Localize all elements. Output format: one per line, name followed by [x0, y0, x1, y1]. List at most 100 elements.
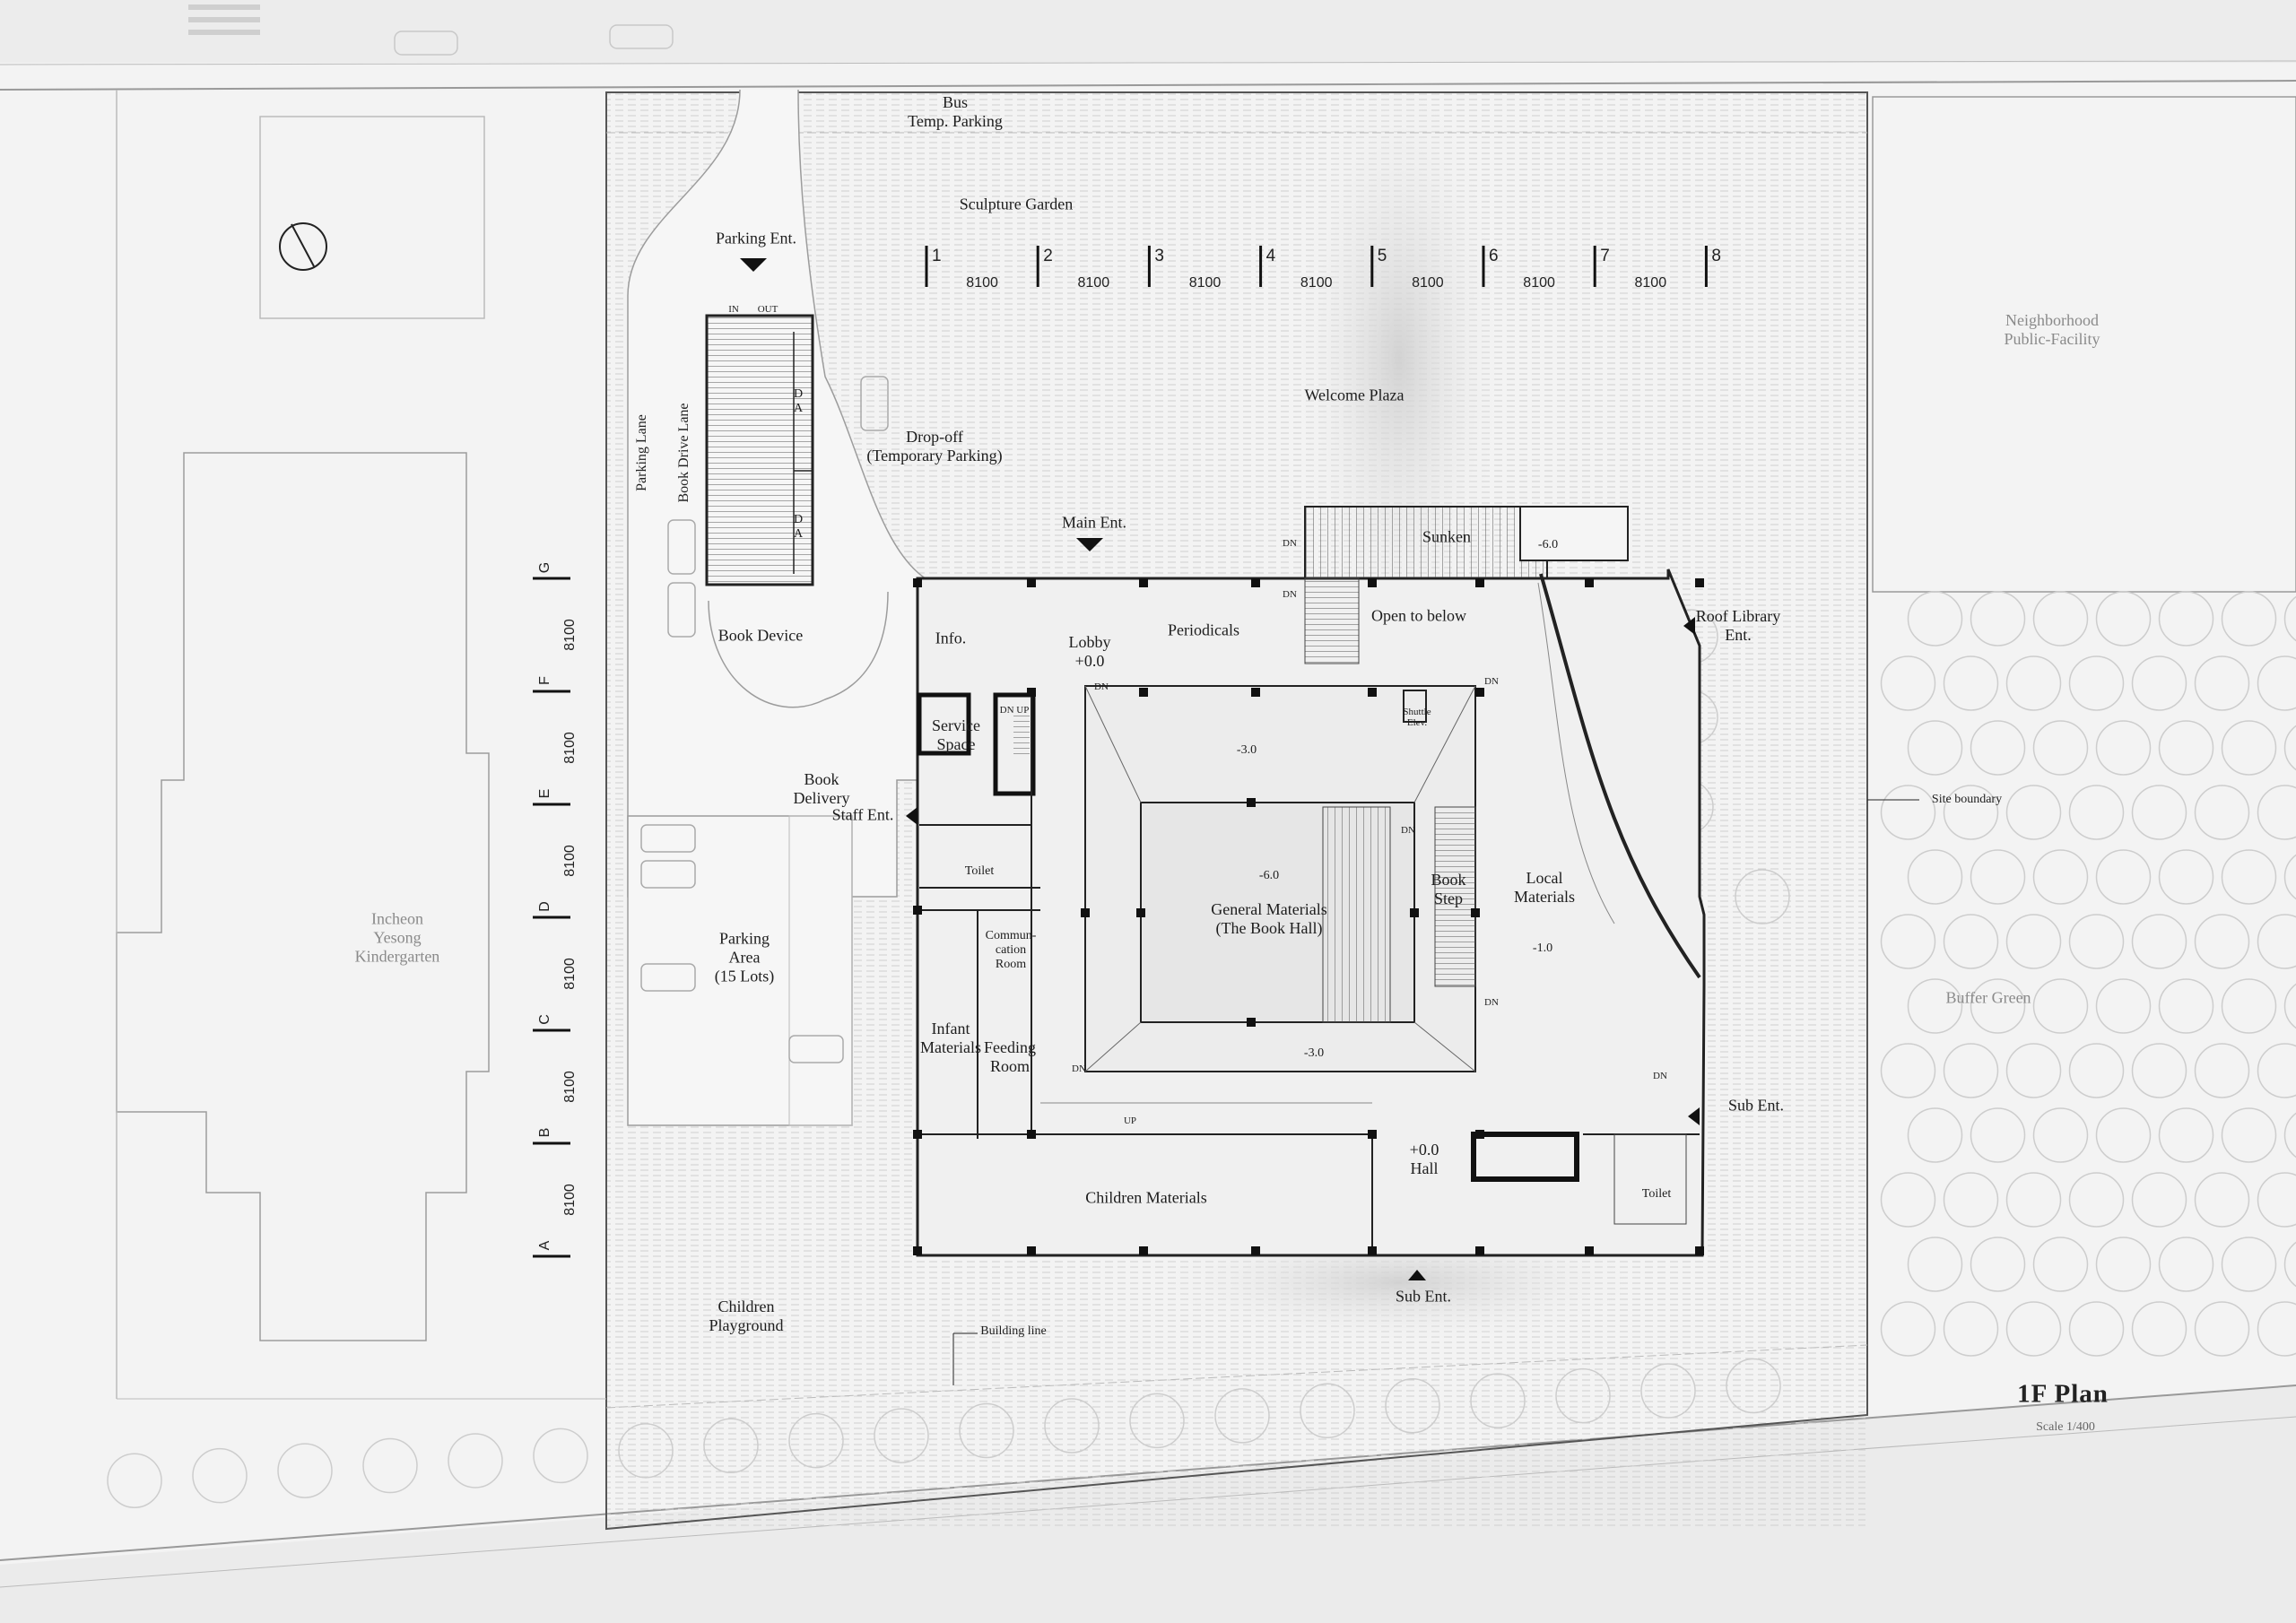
level-minus-3b-label: -3.0 — [1303, 1046, 1325, 1060]
stair-dn-label-4: DN — [1484, 676, 1499, 687]
structural-column — [1081, 908, 1090, 917]
structural-column — [1027, 578, 1036, 587]
tree-icon — [2005, 785, 2062, 840]
tree-icon — [2283, 1241, 2296, 1288]
structural-column — [1251, 1246, 1260, 1255]
tree-icon — [1907, 849, 1963, 905]
structural-column — [1247, 1018, 1256, 1027]
structural-column — [1247, 798, 1256, 807]
grid-row-label: A — [537, 1240, 552, 1251]
tree-icon — [1880, 785, 1936, 840]
book-drive-lane-label: Book Drive Lane — [676, 403, 691, 503]
structural-column — [1368, 578, 1377, 587]
tree-icon — [2194, 655, 2250, 711]
tree-icon — [2257, 785, 2296, 840]
structural-column — [1368, 1130, 1377, 1139]
tree-icon — [2283, 854, 2296, 900]
tree-icon — [2068, 1172, 2125, 1228]
tree-icon — [2257, 1172, 2296, 1228]
tree-icon — [2194, 1172, 2250, 1228]
tree-icon — [874, 1408, 929, 1463]
grid-row-label: E — [537, 788, 552, 799]
structural-column — [1251, 578, 1260, 587]
tree-icon — [2131, 1301, 2187, 1357]
structural-column — [1251, 688, 1260, 697]
drop-off-label: Drop-off (Temporary Parking) — [866, 428, 1003, 464]
hall-label: +0.0 Hall — [1409, 1141, 1439, 1177]
tree-icon — [1880, 914, 1936, 969]
tree-icon — [2131, 1172, 2187, 1228]
stair-dn-label-5: DN — [1401, 825, 1415, 836]
tree-icon — [1970, 1237, 2026, 1292]
grid-column-label: 3 — [1154, 247, 1164, 265]
tree-icon — [277, 1443, 333, 1498]
in-label: IN — [728, 304, 739, 315]
grid-row-span: 8100 — [562, 1184, 578, 1216]
tree-icon — [2158, 720, 2214, 776]
structural-column — [1139, 578, 1148, 587]
structural-column — [1410, 908, 1419, 917]
tree-icon — [2257, 914, 2296, 969]
tree-icon — [2131, 785, 2187, 840]
tree-icon — [2158, 978, 2214, 1034]
parking-lane-label: Parking Lane — [634, 414, 649, 491]
tree-icon — [2221, 1237, 2277, 1292]
tree-icon — [448, 1433, 503, 1488]
structural-column — [1368, 1246, 1377, 1255]
tree-icon — [1640, 1363, 1696, 1419]
tree-icon — [2221, 849, 2277, 905]
grid-column-span: 8100 — [1412, 275, 1444, 291]
building-line-label: Building line — [980, 1324, 1047, 1338]
tree-icon — [2068, 1043, 2125, 1098]
communication-room-label: Commun- cation Room — [985, 929, 1037, 971]
info-label: Info. — [935, 629, 967, 647]
toilet-west-label: Toilet — [964, 864, 995, 878]
plan-scale: Scale 1/400 — [2036, 1420, 2095, 1434]
structural-column — [913, 578, 922, 587]
tree-icon — [2068, 785, 2125, 840]
grid-row-span: 8100 — [562, 732, 578, 764]
grid-row-label: B — [537, 1127, 552, 1138]
drive-lane-da-label-2: D A — [793, 513, 804, 541]
tree-icon — [2032, 849, 2089, 905]
tree-icon — [1943, 785, 1999, 840]
structural-column — [1475, 1246, 1484, 1255]
tree-icon — [1943, 655, 1999, 711]
structural-column — [1136, 908, 1145, 917]
tree-icon — [2095, 1237, 2152, 1292]
grid-column-span: 8100 — [966, 275, 998, 291]
tree-icon — [2032, 591, 2089, 647]
structural-column — [1475, 578, 1484, 587]
tree-icon — [2005, 1043, 2062, 1098]
stair-dn-label-1: DN — [1283, 538, 1297, 549]
grid-column-label: 2 — [1043, 247, 1053, 265]
level-minus-6-label: -6.0 — [1258, 869, 1280, 882]
tree-icon — [2095, 1107, 2152, 1163]
tree-icon — [1555, 1367, 1611, 1424]
neighborhood-facility-label: Neighborhood Public-Facility — [2004, 311, 2100, 348]
tree-icon — [2221, 591, 2277, 647]
tree-icon — [2158, 1107, 2214, 1163]
structural-column — [1139, 688, 1148, 697]
main-entrance-label: Main Ent. — [1062, 513, 1126, 532]
tree-icon — [2131, 655, 2187, 711]
structural-column — [1585, 578, 1594, 587]
structural-column — [1585, 1246, 1594, 1255]
service-space-label: Service Space — [932, 716, 980, 753]
tree-icon — [362, 1437, 418, 1494]
tree-icon — [618, 1423, 674, 1479]
grid-column-label: 4 — [1265, 247, 1276, 265]
tree-icon — [2194, 1301, 2250, 1357]
sculpture-garden-label: Sculpture Garden — [959, 195, 1074, 213]
grid-column-label: 8 — [1711, 247, 1721, 265]
tree-icon — [2158, 591, 2214, 647]
kindergarten-label: Incheon Yesong Kindergarten — [354, 909, 440, 966]
drive-lane-da-label-1: D A — [793, 387, 804, 415]
children-playground-label: Children Playground — [709, 1298, 784, 1334]
tree-icon — [2158, 1237, 2214, 1292]
tree-icon — [1726, 1358, 1781, 1414]
structural-column — [1368, 688, 1377, 697]
buffer-green-label: Buffer Green — [1945, 988, 2031, 1007]
grid-column-label: 7 — [1600, 247, 1610, 265]
sub-entrance-south-label: Sub Ent. — [1395, 1287, 1452, 1306]
